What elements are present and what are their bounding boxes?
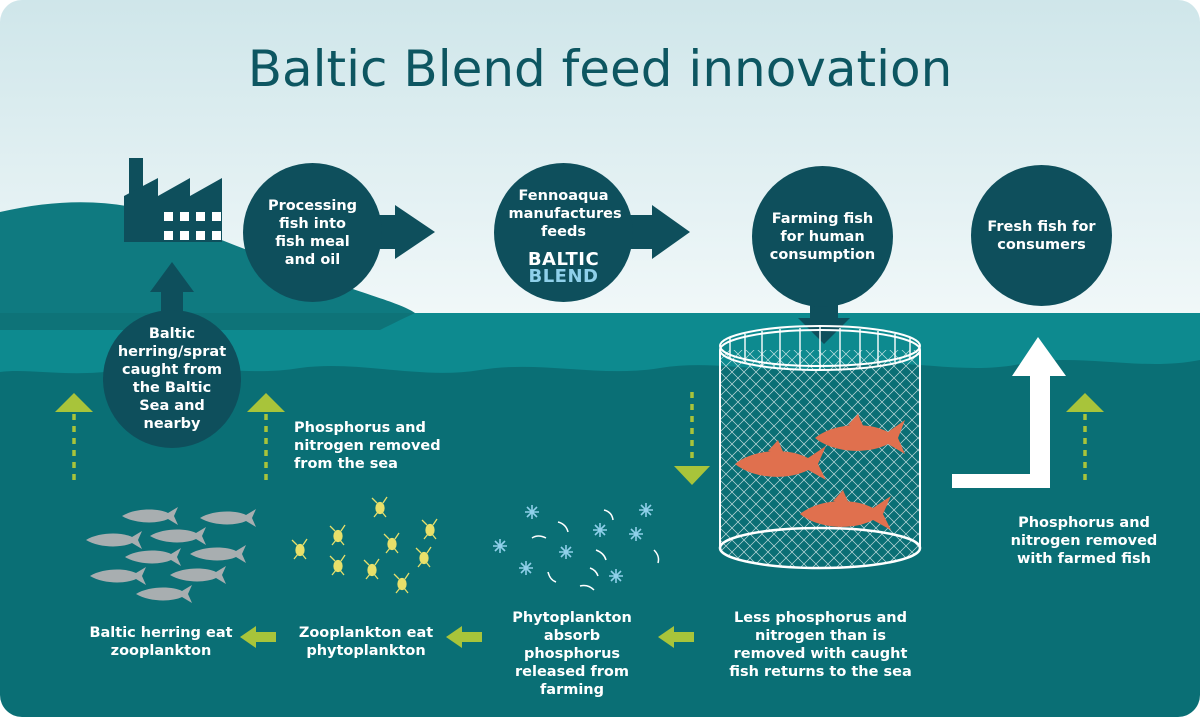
node-herring-caught-label: Baltic herring/sprat caught from the Bal… [117,326,227,432]
green-left-arrow-2 [446,626,482,648]
label-less-phosphorus: Less phosphorus and nitrogen than is rem… [729,610,912,680]
arrow-up-to-factory [150,262,194,325]
fish-cage-icon [718,325,922,570]
page-title: Baltic Blend feed innovation [247,40,953,98]
node-fresh-fish: Fresh fish for consumers [971,165,1112,306]
label-phytoplankton-absorb: Phytoplankton absorb phosphorus released… [512,610,632,698]
green-left-arrow-3 [658,626,694,648]
zooplankton-icon [291,496,438,594]
node-farming-label: Farming fish for human consumption [769,210,876,263]
node-processing-label: Processing fish into fish meal and oil [267,197,358,268]
factory-icon [124,158,222,242]
node-fennoaqua-label: Fennoaqua manufactures feeds [508,187,622,240]
logo-line2: BLEND [528,265,599,287]
node-herring-caught: Baltic herring/sprat caught from the Bal… [103,310,241,448]
green-down-arrow [674,392,710,485]
green-up-arrow-left [55,393,93,486]
farmed-fish-icon [735,414,905,530]
node-fresh-fish-label: Fresh fish for consumers [987,218,1096,253]
green-up-arrow-middle [247,393,285,486]
baltic-blend-logo: BALTIC BLEND [527,248,600,287]
phytoplankton-icon [493,503,660,591]
label-zooplankton-eat: Zooplankton eat phytoplankton [298,625,434,659]
label-phosphorus-removed-farmed: Phosphorus and nitrogen removed with far… [1010,515,1158,567]
green-up-arrow-right [1066,393,1104,486]
node-fennoaqua: Fennoaqua manufactures feeds BALTIC BLEN… [494,163,633,302]
green-left-arrow-1 [240,626,276,648]
logo-line1: BALTIC [527,248,600,270]
node-farming: Farming fish for human consumption [752,166,893,307]
node-processing: Processing fish into fish meal and oil [243,163,382,302]
herring-school-icon [86,507,256,603]
arrow-to-consumers [952,337,1066,488]
label-herring-eat: Baltic herring eat zooplankton [89,625,233,659]
label-phosphorus-removed-sea: Phosphorus and nitrogen removed from the… [294,420,441,472]
